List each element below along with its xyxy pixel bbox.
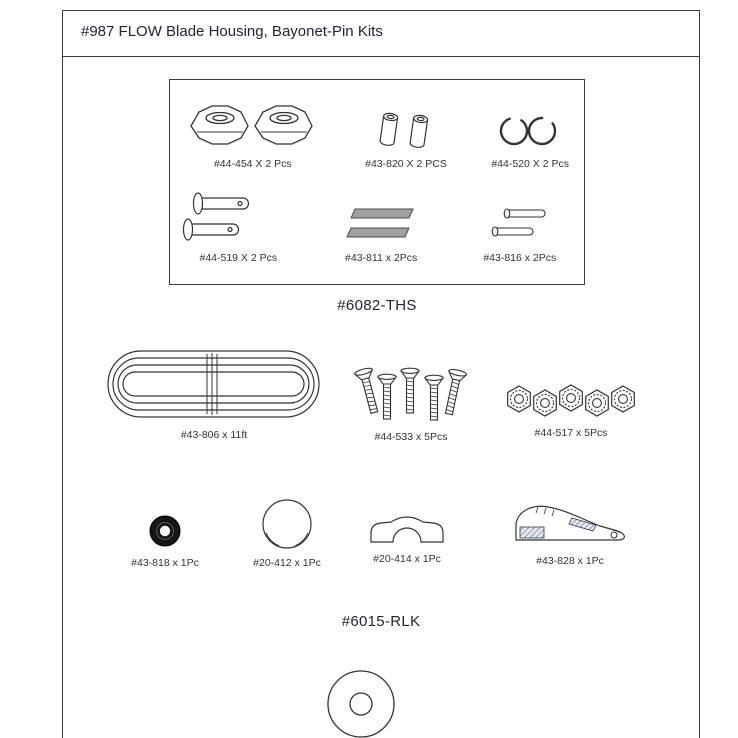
part-label: #43-818 x 1Pc: [131, 557, 199, 569]
kit-rlk-label: #6015-RLK: [341, 613, 421, 630]
blade-housing-illustration: [190, 105, 313, 145]
screws-illustration: [353, 366, 468, 421]
part-pin: #43-816 x 2Pcs: [456, 206, 584, 264]
clevis-pin-illustration: [183, 192, 250, 241]
cleat-illustration: [515, 505, 625, 541]
title-divider: [63, 56, 699, 57]
part-label: #44-517 x 5Pcs: [534, 427, 608, 439]
part-retaining-ring: #44-520 X 2 Pcs: [476, 110, 584, 170]
part-label: #44-520 X 2 Pcs: [491, 158, 569, 170]
part-ball: #20-412 x 1Pc: [249, 497, 325, 569]
part-washer: [324, 667, 398, 738]
page-title: #987 FLOW Blade Housing, Bayonet-Pin Kit…: [81, 23, 383, 40]
part-saddle: #20-414 x 1Pc: [363, 511, 451, 565]
part-locknuts: #44-517 x 5Pcs: [501, 383, 641, 439]
pin-illustration: [491, 208, 546, 237]
part-clevis-pin: #44-519 X 2 Pcs: [170, 190, 307, 264]
part-label: #43-820 X 2 PCS: [365, 158, 447, 170]
part-line: #43-806 x 11ft: [105, 347, 323, 441]
part-label: #43-816 x 2Pcs: [483, 252, 557, 264]
kit-ths-row-1: #44-454 X 2 Pcs: [170, 100, 584, 170]
part-label: #44-519 X 2 Pcs: [199, 252, 278, 264]
spacer-illustration: [379, 112, 429, 148]
part-label: #20-412 x 1Pc: [253, 557, 321, 569]
part-grommet: #43-818 x 1Pc: [127, 511, 203, 569]
part-screws: #44-533 x 5Pcs: [347, 363, 475, 443]
part-label: #43-811 x 2Pcs: [345, 252, 418, 264]
part-label: #44-533 x 5Pcs: [374, 431, 448, 443]
part-spacer: #43-820 X 2 PCS: [336, 106, 477, 170]
part-label: #43-806 x 11ft: [180, 429, 248, 441]
part-pad: #43-811 x 2Pcs: [307, 204, 456, 264]
locknuts-illustration: [507, 384, 635, 417]
diagram-border: #987 FLOW Blade Housing, Bayonet-Pin Kit…: [62, 10, 700, 738]
part-cam-cleat: #43-828 x 1Pc: [507, 497, 633, 567]
part-label: #44-454 X 2 Pcs: [213, 158, 292, 170]
ball-illustration: [262, 499, 312, 549]
grommet-illustration: [149, 515, 181, 547]
kit-ths-label: #6082-THS: [337, 297, 417, 314]
rope-illustration: [107, 350, 320, 418]
part-label: #43-828 x 1Pc: [536, 555, 604, 567]
saddle-illustration: [370, 516, 444, 543]
part-blade-housing: #44-454 X 2 Pcs: [170, 100, 336, 170]
kit-ths-row-2: #44-519 X 2 Pcs #43-811 x 2Pcs: [170, 190, 584, 264]
washer-illustration: [327, 670, 395, 738]
pad-illustration: [346, 208, 414, 238]
part-label: #20-414 x 1Pc: [373, 553, 441, 565]
retaining-ring-illustration: [499, 116, 557, 146]
kit-ths-box: #44-454 X 2 Pcs: [169, 79, 585, 285]
